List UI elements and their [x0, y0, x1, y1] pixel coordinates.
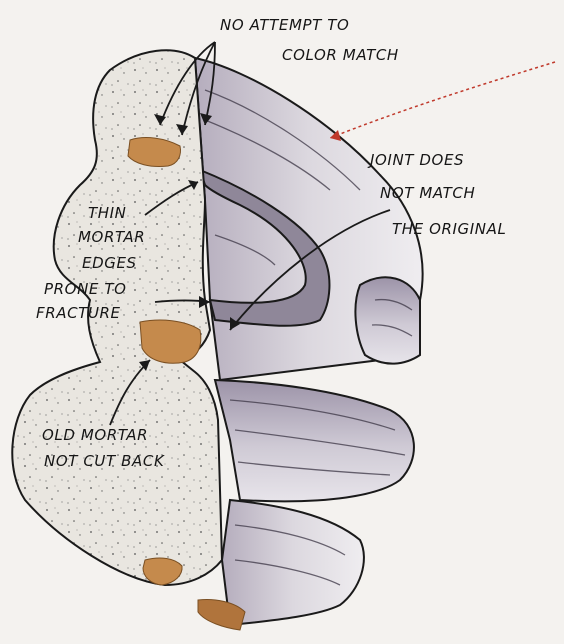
- label-thin-1: THIN: [88, 204, 127, 222]
- label-no-attempt-1: NO ATTEMPT TO: [220, 16, 349, 34]
- label-prone-2: FRACTURE: [36, 304, 121, 322]
- label-joint-2: NOT MATCH: [380, 184, 475, 202]
- label-old-2: NOT CUT BACK: [44, 452, 165, 470]
- label-joint-1: JOINT DOES: [367, 151, 464, 169]
- label-thin-3: EDGES: [82, 254, 137, 272]
- label-no-attempt-2: COLOR MATCH: [282, 46, 399, 64]
- label-old-1: OLD MORTAR: [42, 426, 148, 444]
- label-joint-3: THE ORIGINAL: [392, 220, 506, 238]
- label-thin-2: MORTAR: [78, 228, 145, 246]
- label-prone-1: PRONE TO: [44, 280, 127, 298]
